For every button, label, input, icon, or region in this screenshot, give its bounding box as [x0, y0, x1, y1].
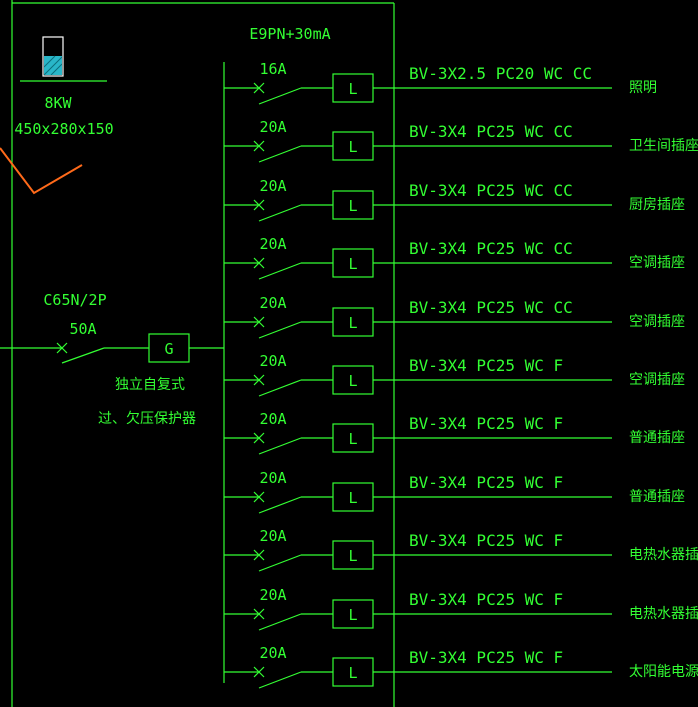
branch-module-symbol: L	[348, 489, 357, 507]
branch-load-label: 电热水器插座	[629, 547, 698, 563]
protector-label-line2: 过、欠压保护器	[98, 411, 196, 427]
branch-load-label: 电热水器插座	[629, 606, 698, 622]
panel-power: 8KW	[44, 94, 72, 112]
branch-cable-spec: BV-3X4 PC25 WC F	[409, 590, 563, 609]
branch-cross-icon	[253, 549, 265, 561]
branch-switch	[258, 262, 302, 280]
branch-load-label: 普通插座	[629, 430, 685, 446]
branch-cable-spec: BV-3X4 PC25 WC CC	[409, 298, 573, 317]
branch-load-label: 卫生间插座	[629, 138, 698, 154]
branch-load-label: 空调插座	[629, 372, 685, 388]
branch-switch	[258, 496, 302, 514]
protector-symbol: G	[164, 340, 173, 358]
branch-cross-icon	[253, 432, 265, 444]
branch-switch	[258, 321, 302, 339]
branch-rating: 20A	[259, 177, 286, 195]
branch-rating: 16A	[259, 60, 286, 78]
main-breaker-model: C65N/2P	[43, 291, 106, 309]
branch-switch	[258, 145, 302, 163]
branch-rating: 20A	[259, 410, 286, 428]
main-breaker-switch	[61, 347, 105, 364]
branch-cable-spec: BV-3X4 PC25 WC F	[409, 531, 563, 550]
branch-switch	[258, 554, 302, 572]
branch-load-label: 照明	[629, 80, 657, 96]
branch-module-symbol: L	[348, 372, 357, 390]
branch-rating: 20A	[259, 586, 286, 604]
header-label: E9PN+30mA	[249, 25, 330, 43]
branch-switch	[258, 671, 302, 689]
branch-rating: 20A	[259, 118, 286, 136]
meter-icon	[42, 36, 64, 77]
branch-module-symbol: L	[348, 664, 357, 682]
branch-rating: 20A	[259, 235, 286, 253]
branch-cable-spec: BV-3X4 PC25 WC F	[409, 648, 563, 667]
branch-cross-icon	[253, 257, 265, 269]
branch-cable-spec: BV-3X4 PC25 WC CC	[409, 239, 573, 258]
circuit-list: L 16A BV-3X2.5 PC20 WC CC 照明 L 20A BV-3X4 PC25…	[224, 60, 698, 689]
branch-cross-icon	[253, 82, 265, 94]
branch-cable-spec: BV-3X4 PC25 WC CC	[409, 181, 573, 200]
branch-module-symbol: L	[348, 80, 357, 98]
branch-module-symbol: L	[348, 138, 357, 156]
branch-cable-spec: BV-3X4 PC25 WC F	[409, 414, 563, 433]
branch-module-symbol: L	[348, 255, 357, 273]
branch-cross-icon	[253, 140, 265, 152]
branch-load-label: 太阳能电源	[629, 664, 698, 680]
branch-cable-spec: BV-3X4 PC25 WC F	[409, 473, 563, 492]
branch-module-symbol: L	[348, 314, 357, 332]
branch-cross-icon	[253, 199, 265, 211]
branch-module-symbol: L	[348, 430, 357, 448]
main-breaker-cross-icon	[56, 342, 68, 354]
branch-switch	[258, 613, 302, 631]
branch-switch	[258, 437, 302, 455]
protector-label-line1: 独立自复式	[115, 376, 185, 393]
branch-rating: 20A	[259, 352, 286, 370]
branch-cross-icon	[253, 374, 265, 386]
branch-switch	[258, 204, 302, 222]
branch-cable-spec: BV-3X4 PC25 WC F	[409, 356, 563, 375]
panel-size: 450x280x150	[14, 120, 113, 138]
branch-cable-spec: BV-3X2.5 PC20 WC CC	[409, 64, 592, 83]
branch-load-label: 厨房插座	[629, 197, 685, 213]
branch-switch	[258, 379, 302, 397]
branch-cable-spec: BV-3X4 PC25 WC CC	[409, 122, 573, 141]
branch-rating: 20A	[259, 644, 286, 662]
branch-switch	[258, 87, 302, 105]
break-mark	[0, 147, 83, 195]
branch-cross-icon	[253, 608, 265, 620]
branch-load-label: 空调插座	[629, 314, 685, 330]
branch-module-symbol: L	[348, 547, 357, 565]
branch-load-label: 普通插座	[629, 489, 685, 505]
branch-module-symbol: L	[348, 197, 357, 215]
branch-rating: 20A	[259, 527, 286, 545]
branch-load-label: 空调插座	[629, 255, 685, 271]
branch-cross-icon	[253, 316, 265, 328]
branch-cross-icon	[253, 666, 265, 678]
branch-rating: 20A	[259, 469, 286, 487]
branch-cross-icon	[253, 491, 265, 503]
main-breaker-rating: 50A	[69, 320, 96, 338]
branch-rating: 20A	[259, 294, 286, 312]
branch-module-symbol: L	[348, 606, 357, 624]
